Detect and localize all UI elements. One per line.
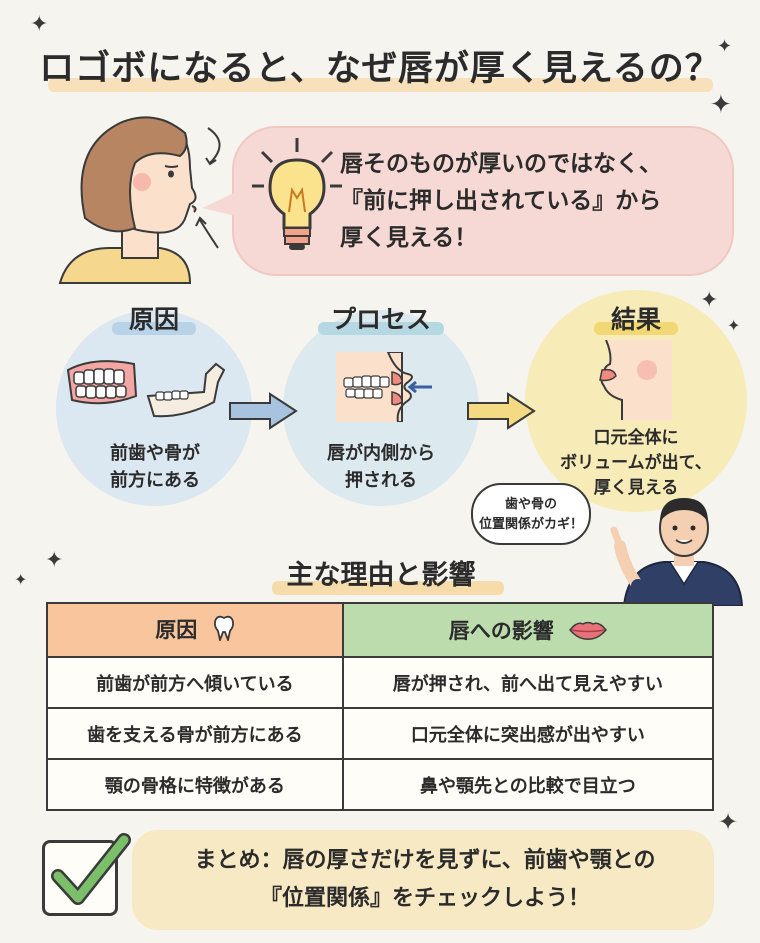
result-line-3: 厚く見える xyxy=(593,478,679,498)
result-line-2: ボリュームが出て、 xyxy=(560,453,712,473)
intro-bubble xyxy=(232,126,734,276)
reasons-table: 原因 唇への影響 前歯が前方へ傾いている 唇が押され、前へ出て見えやすい 歯を支… xyxy=(46,602,715,811)
doctor-illustration xyxy=(610,498,744,606)
result-line-1: 口元全体に xyxy=(593,428,679,448)
process-illustration xyxy=(336,352,432,422)
speech-line-1: 歯や骨の xyxy=(504,497,557,512)
table-row: 顎の骨格に特徴がある 鼻や顎先との比較で目立つ xyxy=(46,758,715,811)
table-row: 前歯が前方へ傾いている 唇が押され、前へ出て見えやすい xyxy=(46,656,715,709)
cause-text: 前歯や骨が 前方にある xyxy=(70,440,240,494)
sparkle-icon: ✦ xyxy=(14,570,28,589)
process-line-1: 唇が内側から xyxy=(327,443,435,464)
process-title-highlight xyxy=(318,322,444,335)
process-line-2: 押される xyxy=(345,470,417,491)
table-header-cause: 原因 xyxy=(46,602,344,658)
sparkle-icon: ✦ xyxy=(45,548,64,573)
summary-line-2: 『位置関係』をチェックしよう！ xyxy=(259,886,590,911)
table-header-row: 原因 唇への影響 xyxy=(46,602,715,658)
sparkle-icon: ✦ xyxy=(30,12,49,37)
lightbulb-icon xyxy=(252,138,342,250)
table-row: 歯を支える骨が前方にある 口元全体に突出感が出やすい xyxy=(46,707,715,760)
table-cell-cause: 歯を支える骨が前方にある xyxy=(46,707,344,760)
result-text: 口元全体に ボリュームが出て、 厚く見える xyxy=(546,426,726,501)
cause-line-1: 前歯や骨が xyxy=(110,443,200,464)
table-cell-effect: 口元全体に突出感が出やすい xyxy=(341,707,715,760)
table-cell-cause: 前歯が前方へ傾いている xyxy=(46,656,344,709)
arrow-right-icon xyxy=(229,392,298,430)
sparkle-icon: ✦ xyxy=(727,316,741,335)
bubble-tail xyxy=(202,192,236,216)
process-title: プロセス xyxy=(330,305,431,334)
summary-line-1: まとめ：唇の厚さだけを見ずに、前歯や顎との xyxy=(194,848,656,873)
woman-profile-illustration xyxy=(58,116,221,284)
speech-line-2: 位置関係がカギ！ xyxy=(478,517,583,532)
table-cell-effect: 鼻や顎先との比較で目立つ xyxy=(341,758,715,811)
process-text: 唇が内側から 押される xyxy=(296,440,466,494)
table-cell-cause: 顎の骨格に特徴がある xyxy=(46,758,344,811)
lips-icon xyxy=(569,620,608,645)
intro-text: 唇そのものが厚いのではなく、 『前に押し出されている』から 厚く見える！ xyxy=(340,146,720,257)
cause-title: 原因 xyxy=(128,305,179,334)
cause-line-2: 前方にある xyxy=(110,470,200,491)
result-face-illustration xyxy=(599,340,672,420)
result-title-highlight xyxy=(594,322,678,335)
sparkle-icon: ✦ xyxy=(700,288,719,313)
summary-box xyxy=(132,830,714,930)
table-cell-effect: 唇が押され、前へ出て見えやすい xyxy=(341,656,715,709)
table-header-effect: 唇への影響 xyxy=(341,602,715,658)
section-title: 主な理由と影響 xyxy=(286,560,476,591)
intro-line-3: 厚く見える！ xyxy=(340,225,478,251)
intro-line-1: 唇そのものが厚いのではなく、 xyxy=(340,151,662,177)
teeth-jaw-illustration xyxy=(66,360,226,418)
tooth-icon xyxy=(213,615,235,646)
sparkle-icon: ✦ xyxy=(718,808,739,836)
result-title: 結果 xyxy=(610,305,661,334)
page-title: ロゴボになると、なぜ唇が厚く見えるの？ xyxy=(39,49,721,89)
sparkle-icon: ✦ xyxy=(717,36,733,57)
summary-text: まとめ：唇の厚さだけを見ずに、前歯や顎との 『位置関係』をチェックしよう！ xyxy=(140,842,710,918)
section-title-highlight xyxy=(272,581,504,595)
header-cause-label: 原因 xyxy=(155,617,198,642)
sparkle-icon: ✦ xyxy=(710,90,732,120)
cause-title-highlight xyxy=(112,322,196,335)
header-effect-label: 唇への影響 xyxy=(448,619,554,643)
check-icon xyxy=(51,833,131,905)
title-highlight xyxy=(48,78,713,92)
arrow-right-icon xyxy=(467,392,536,430)
intro-line-2: 『前に押し出されている』から xyxy=(340,188,662,214)
doctor-speech-bubble: 歯や骨の 位置関係がカギ！ xyxy=(471,483,591,545)
